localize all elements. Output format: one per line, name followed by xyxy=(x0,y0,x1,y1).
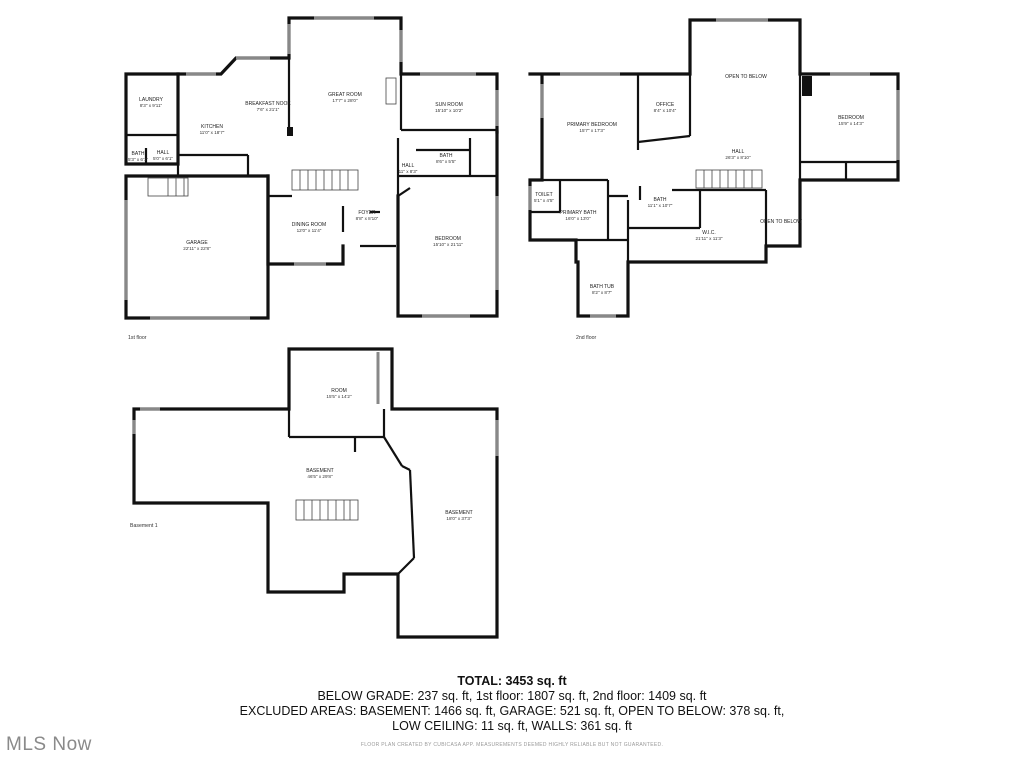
total-area: TOTAL: 3453 sq. ft xyxy=(457,674,567,688)
room-primary-bedroom-label: PRIMARY BEDROOM xyxy=(567,122,617,128)
room-bath-2-label: BATH xyxy=(440,153,453,159)
room-open-below-1-label: OPEN TO BELOW xyxy=(725,74,767,80)
room-office-label: OFFICE xyxy=(656,102,675,108)
disclaimer: FLOOR PLAN CREATED BY CUBICASA APP. MEAS… xyxy=(360,742,664,748)
room-bedroom-1-dims: 15'10" x 21'11" xyxy=(433,242,463,247)
room-basement-1-dims: 46'5" x 29'8" xyxy=(307,474,333,479)
excluded-areas: EXCLUDED AREAS: BASEMENT: 1466 sq. ft, G… xyxy=(239,704,785,718)
room-hall-2-label: HALL xyxy=(402,163,415,169)
room-breakfast-nook-label: BREAKFAST NOOK xyxy=(245,101,291,107)
room-basement-room-label: ROOM xyxy=(331,388,347,394)
room-primary-bedroom-dims: 15'7" x 17'3" xyxy=(579,128,605,133)
floor-label-1st: 1st floor xyxy=(128,335,147,341)
room-hall-3-dims: 26'3" x 8'10" xyxy=(725,155,751,160)
room-bath-1-dims: 5'3" x 6'1" xyxy=(128,157,148,162)
room-garage-label: GARAGE xyxy=(186,240,208,246)
area-breakdown: BELOW GRADE: 237 sq. ft, 1st floor: 1807… xyxy=(317,689,707,703)
room-laundry-dims: 8'3" x 9'11" xyxy=(140,103,163,108)
room-basement-1-label: BASEMENT xyxy=(306,468,334,474)
room-bath-tub-label: BATH TUB xyxy=(590,284,615,290)
room-sun-room-dims: 15'10" x 10'2" xyxy=(435,108,463,113)
floor-basement: ROOM 15'5" x 14'2" BASEMENT 46'5" x 29'8… xyxy=(130,347,499,639)
room-bedroom-2-label: BEDROOM xyxy=(838,115,864,121)
room-great-room-dims: 17'7" x 28'0" xyxy=(332,98,358,103)
room-foyer-dims: 8'8" x 8'10" xyxy=(356,216,379,221)
room-sun-room-label: SUN ROOM xyxy=(435,102,463,108)
room-garage-dims: 22'11" x 22'8" xyxy=(183,246,211,251)
floor-label-basement: Basement 1 xyxy=(130,523,158,529)
room-basement-2-dims: 18'0" x 37'3" xyxy=(446,516,472,521)
room-wic-dims: 21'11" x 11'3" xyxy=(695,236,722,241)
room-hall-2-dims: 11" x 8'3" xyxy=(399,169,418,174)
room-dining-label: DINING ROOM xyxy=(292,222,326,228)
room-great-room-label: GREAT ROOM xyxy=(328,92,362,98)
room-wic-label: W.I.C. xyxy=(702,230,716,236)
room-bath-1-label: BATH xyxy=(132,151,145,157)
room-foyer-label: FOYER xyxy=(358,210,376,216)
room-bath-2-dims: 8'6" x 5'5" xyxy=(436,159,456,164)
room-primary-bath-dims: 16'0" x 13'0" xyxy=(565,216,591,221)
room-laundry-label: LAUNDRY xyxy=(139,97,163,103)
room-basement-room-dims: 15'5" x 14'2" xyxy=(326,394,352,399)
room-basement-2-label: BASEMENT xyxy=(445,510,473,516)
room-dining-dims: 12'0" x 11'4" xyxy=(297,228,322,233)
excluded-areas-continued: LOW CEILING: 11 sq. ft, WALLS: 361 sq. f… xyxy=(392,719,632,733)
room-open-below-2-label: OPEN TO BELOW xyxy=(760,219,802,225)
room-bedroom-2-dims: 15'9" x 14'3" xyxy=(838,121,864,126)
area-summary: TOTAL: 3453 sq. ft BELOW GRADE: 237 sq. … xyxy=(0,674,1024,734)
room-bath-3-dims: 11'1" x 10'7" xyxy=(648,203,673,208)
room-toilet-dims: 5'1" x 4'5" xyxy=(534,198,554,203)
room-bath-tub-dims: 8'2" x 8'7" xyxy=(592,290,612,295)
floor-2nd: OPEN TO BELOW PRIMARY BEDROOM 15'7" x 17… xyxy=(528,18,900,341)
room-hall-3-label: HALL xyxy=(732,149,745,155)
mls-now-logo: MLS Now xyxy=(6,734,92,755)
room-kitchen-label: KITCHEN xyxy=(201,124,223,130)
floor-1st: LAUNDRY 8'3" x 9'11" KITCHEN 11'0" x 18'… xyxy=(124,16,499,341)
floor-label-2nd: 2nd floor xyxy=(576,335,596,341)
room-breakfast-nook-dims: 7'6" x 21'1" xyxy=(257,107,280,112)
room-bedroom-1-label: BEDROOM xyxy=(435,236,461,242)
room-primary-bath-label: PRIMARY BATH xyxy=(560,210,597,216)
room-bath-3-label: BATH xyxy=(654,197,667,203)
room-toilet-label: TOILET xyxy=(535,192,552,198)
room-kitchen-dims: 11'0" x 18'7" xyxy=(200,130,225,135)
room-office-dims: 8'4" x 10'4" xyxy=(654,108,677,113)
room-hall-1-label: HALL xyxy=(157,150,170,156)
room-hall-1-dims: 5'0" x 6'1" xyxy=(153,156,173,161)
